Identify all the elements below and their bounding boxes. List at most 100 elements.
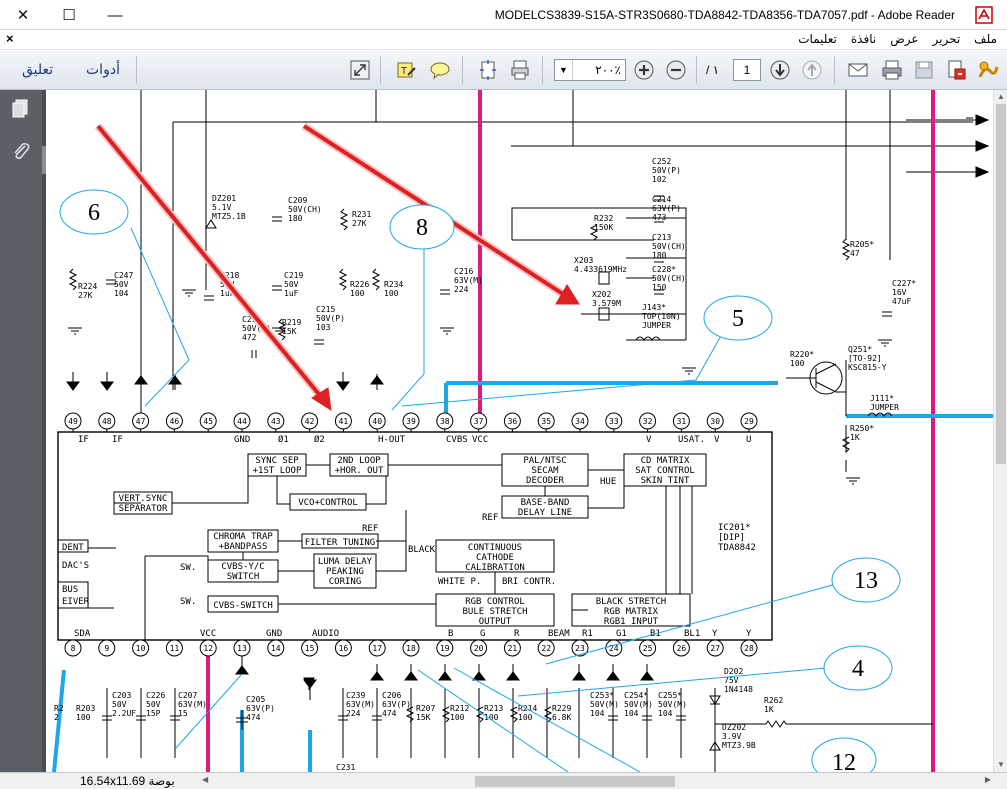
component-label-r226: 100 xyxy=(350,289,365,298)
sticky-note-icon[interactable] xyxy=(428,58,452,82)
hue-label: HUE xyxy=(600,477,616,487)
horizontal-scrollbar[interactable]: ◀ ▶ xyxy=(200,775,993,788)
component-label-x203: 4.433619MHz xyxy=(574,265,627,274)
create-pdf-icon[interactable] xyxy=(944,58,968,82)
component-label-r234: R234 xyxy=(384,280,403,289)
sign-icon[interactable] xyxy=(976,58,1000,82)
print-preview-icon[interactable] xyxy=(508,58,532,82)
component-label-c206: C206 xyxy=(382,691,401,700)
component-label-c219: 1uF xyxy=(284,289,299,298)
component-label-c203: C203 xyxy=(112,691,131,700)
chevron-down-icon[interactable]: ▼ xyxy=(555,60,573,80)
component-label-j143: JUMPER xyxy=(642,321,671,330)
comment-pane-button[interactable]: تعليق xyxy=(22,61,54,77)
luma-delay-label: LUMA DELAY xyxy=(318,557,373,567)
luma-delay-label: CORING xyxy=(329,577,362,587)
bottom-pin-number: 17 xyxy=(372,644,382,653)
tools-pane-button[interactable]: أدوات xyxy=(86,61,120,77)
email-icon[interactable] xyxy=(846,58,870,82)
ref-label: REF xyxy=(482,513,498,523)
bottom-pin-circle xyxy=(199,639,217,657)
component-label-r205: 47 xyxy=(850,249,860,258)
component-label-c255: 50V(M) xyxy=(658,700,687,709)
maximize-window-button[interactable]: ☐ xyxy=(46,0,92,30)
bottom-pin-number: 13 xyxy=(237,644,247,653)
panel-scrollbar[interactable] xyxy=(42,90,46,772)
bottom-pin-circle xyxy=(503,639,521,657)
ic-top-label: IF xyxy=(112,435,123,445)
fullscreen-icon[interactable] xyxy=(348,58,372,82)
close-window-button[interactable]: ✕ xyxy=(0,0,46,30)
zoom-in-icon[interactable] xyxy=(632,58,656,82)
bottom-pin-circle xyxy=(64,639,82,657)
attachment-icon[interactable] xyxy=(10,140,32,162)
bottom-pin-number: 19 xyxy=(440,644,450,653)
ic-bottom-label: BL1 xyxy=(684,629,700,639)
component-label-q251: KSC815-Y xyxy=(848,363,887,372)
vertical-scrollbar[interactable]: ▲ ▼ xyxy=(993,90,1007,772)
scroll-up-icon[interactable]: ▲ xyxy=(997,92,1005,101)
previous-page-icon[interactable] xyxy=(800,58,824,82)
component-label-r202: 2 xyxy=(54,713,59,722)
top-pin-number: 33 xyxy=(609,417,619,426)
toolbar-separator xyxy=(462,56,463,84)
save-icon[interactable] xyxy=(912,58,936,82)
vertical-scrollbar-thumb[interactable] xyxy=(996,104,1006,464)
menu-bar: × ملف تحرير عرض نافذة تعليمات xyxy=(0,30,1007,50)
pages-thumbnail-icon[interactable] xyxy=(10,98,32,120)
top-pin-number: 47 xyxy=(136,417,146,426)
highlight-text-icon[interactable]: T xyxy=(394,58,418,82)
ic-top-label: H-OUT xyxy=(378,435,406,445)
black-label: BLACK xyxy=(408,545,436,555)
ic-bottom-label: B xyxy=(448,629,453,639)
component-label-r214: 100 xyxy=(518,713,533,722)
close-document-icon[interactable]: × xyxy=(6,31,14,46)
toolbar-separator xyxy=(136,56,137,84)
scroll-left-icon[interactable]: ◀ xyxy=(202,775,209,784)
component-label-c219: C219 xyxy=(284,271,303,280)
component-label-c252: 102 xyxy=(652,175,667,184)
ic-name-label: TDA8842 xyxy=(718,543,756,553)
next-page-icon[interactable] xyxy=(768,58,792,82)
continuous-label: CATHODE xyxy=(476,553,514,563)
close-icon: ✕ xyxy=(16,7,30,24)
menu-help[interactable]: تعليمات xyxy=(798,32,837,46)
component-label-c205: 474 xyxy=(246,713,261,722)
ic-top-label: Ø1 xyxy=(278,434,289,445)
menu-file[interactable]: ملف xyxy=(974,32,997,46)
zoom-select[interactable]: ▼ ۲۰۰٪ xyxy=(554,59,626,81)
component-label-dz201: DZ201 xyxy=(212,194,236,203)
component-label-c205: 63V(P) xyxy=(246,704,275,713)
bri-contr-label: BRI CONTR. xyxy=(502,577,556,587)
menu-view[interactable]: عرض xyxy=(890,32,919,46)
page-number-input[interactable]: 1 xyxy=(733,59,761,81)
component-label-r234: 100 xyxy=(384,289,399,298)
minimize-window-button[interactable]: — xyxy=(92,0,138,30)
bottom-pin-number: 15 xyxy=(305,644,315,653)
rgb-control-label: RGB CONTROL xyxy=(465,597,525,607)
dacs-label: DAC'S xyxy=(62,561,89,571)
callout-numbers: 6 8 5 13 4 12 xyxy=(88,200,878,772)
menu-edit[interactable]: تحرير xyxy=(932,32,961,46)
component-label-dz202: MTZ3.9B xyxy=(722,741,756,750)
bottom-pin-circle xyxy=(402,639,420,657)
fit-page-icon[interactable] xyxy=(476,58,500,82)
bottom-pin-circle xyxy=(301,639,319,657)
component-label-r219: 15K xyxy=(282,327,297,336)
scroll-right-icon[interactable]: ▶ xyxy=(984,775,991,784)
ic-top-label: USAT. xyxy=(678,435,705,445)
menu-window[interactable]: نافذة xyxy=(850,32,877,46)
bottom-pin-number: 25 xyxy=(643,644,653,653)
component-label-d202: D202 xyxy=(724,667,743,676)
horizontal-scrollbar-thumb[interactable] xyxy=(475,776,675,787)
component-label-c226: 15P xyxy=(146,709,161,718)
callout-8: 8 xyxy=(416,215,428,241)
top-pin-number: 30 xyxy=(710,417,720,426)
component-label-r212: 100 xyxy=(450,713,465,722)
scroll-down-icon[interactable]: ▼ xyxy=(997,760,1005,769)
print-icon[interactable] xyxy=(880,58,904,82)
zoom-out-icon[interactable] xyxy=(664,58,688,82)
component-label-r203: R203 xyxy=(76,704,95,713)
panel-scrollbar-thumb[interactable] xyxy=(42,146,46,174)
